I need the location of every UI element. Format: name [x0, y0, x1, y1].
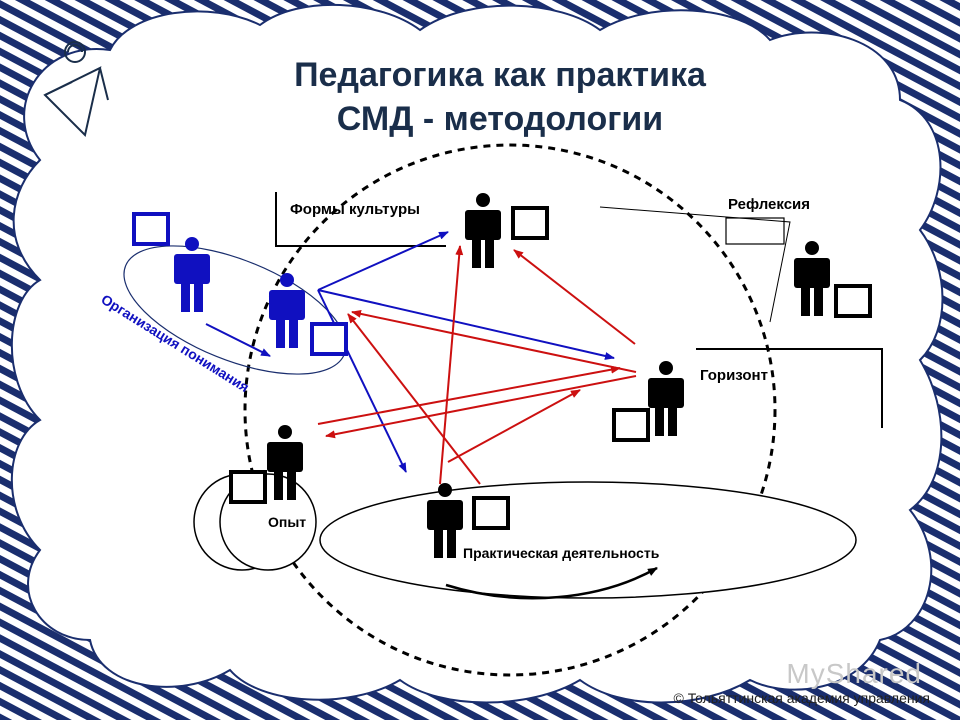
label-horizon: Горизонт — [700, 367, 768, 384]
square-reflection — [834, 284, 872, 318]
reflection-box — [725, 217, 785, 245]
reflection-line — [599, 206, 791, 323]
red-arrows — [317, 245, 637, 485]
label-experience: Опыт — [268, 514, 306, 530]
horizon-bracket — [696, 348, 883, 428]
square-blue-2 — [310, 322, 348, 356]
copyright-footer: © Тольяттинская академия управления — [673, 690, 930, 706]
square-culture — [511, 206, 549, 240]
practice-arrow — [445, 566, 658, 600]
title-line-2: СМД - методологии — [336, 100, 664, 138]
label-culture-forms: Формы культуры — [290, 201, 420, 218]
practice-ellipse — [319, 481, 857, 599]
logo-icon — [43, 41, 109, 137]
square-horizon — [612, 408, 650, 442]
square-experience — [229, 470, 267, 504]
blue-arrows — [205, 231, 615, 473]
culture-bracket — [275, 192, 446, 247]
dashed-circle — [243, 143, 777, 677]
square-blue-1 — [132, 212, 170, 246]
square-practice — [472, 496, 510, 530]
label-practice: Практическая деятельность — [463, 545, 660, 561]
label-reflection: Рефлексия — [728, 196, 810, 213]
watermark: MyShared — [786, 658, 922, 689]
title-line-1: Педагогика как практика — [294, 56, 706, 94]
